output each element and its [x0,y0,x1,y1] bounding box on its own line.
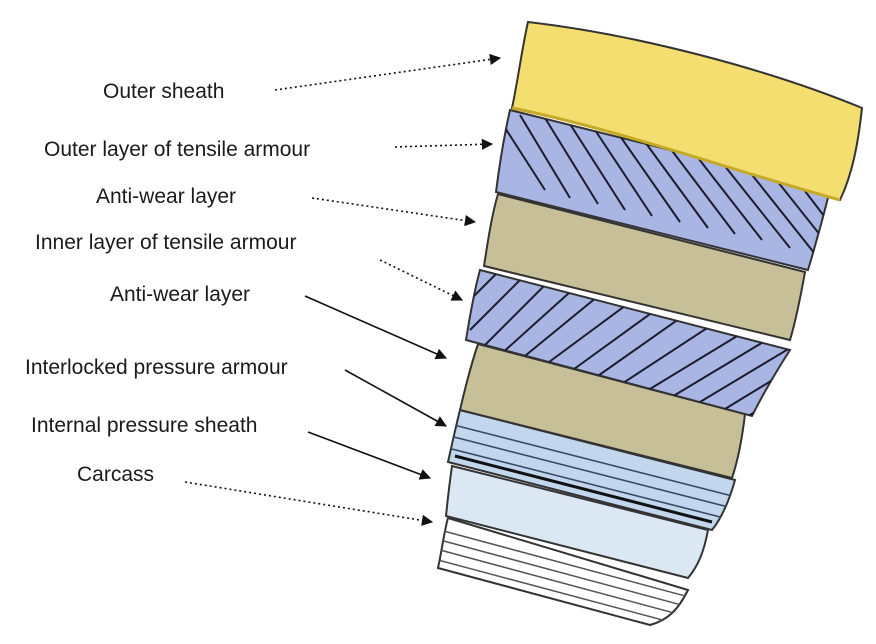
label-interlocked-pressure-armour: Interlocked pressure armour [25,356,288,379]
arrow-anti-wear-inner [304,295,448,360]
interlocked-pressure-armour-layer [446,408,737,532]
label-outer-tensile-armour: Outer layer of tensile armour [44,138,311,161]
arrow-carcass [184,481,434,526]
leader-arrows [184,53,502,526]
anti-wear-inner-layer [458,342,747,480]
arrow-outer-tensile-armour [394,138,494,150]
label-carcass: Carcass [77,463,155,486]
outer-sheath-layer [510,20,864,202]
arrow-interlocked-pressure-armour [344,369,447,427]
label-outer-sheath: Outer sheath [103,80,225,103]
label-inner-tensile-armour: Inner layer of tensile armour [35,231,297,254]
internal-pressure-sheath-layer [444,464,710,580]
label-anti-wear-outer: Anti-wear layer [96,185,237,208]
label-anti-wear-inner: Anti-wear layer [110,283,251,306]
anti-wear-outer-layer [482,192,807,342]
arrow-outer-sheath [274,53,502,91]
label-internal-pressure-sheath: Internal pressure sheath [31,414,258,437]
arrow-inner-tensile-armour [379,259,464,301]
arrow-anti-wear-outer [311,197,477,227]
outer-tensile-armour-layer [494,108,832,272]
arrow-internal-pressure-sheath [307,431,432,480]
